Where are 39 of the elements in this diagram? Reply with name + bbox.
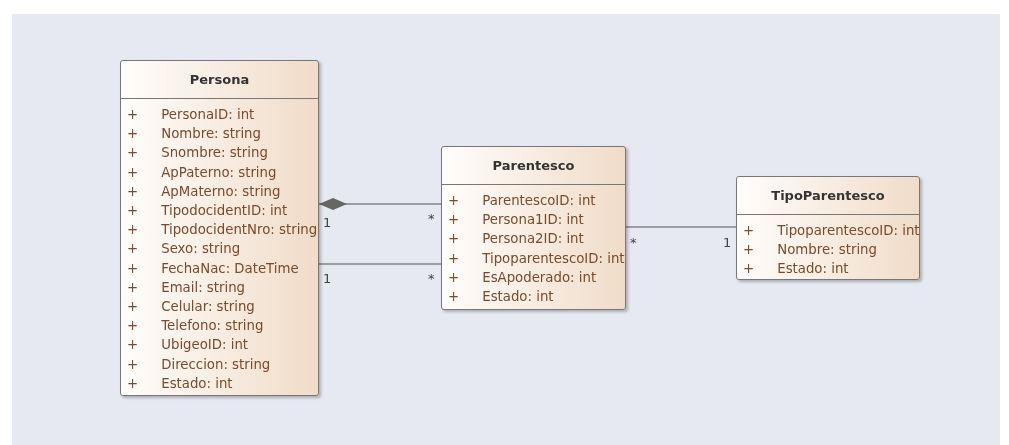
attribute: + TipodocidentNro: string	[127, 221, 318, 240]
attribute: + PersonaID: int	[127, 106, 255, 124]
composition-line	[318, 198, 442, 210]
class-box	[120, 60, 319, 396]
attribute: + Nombre: string	[127, 125, 261, 144]
class-name: Persona	[189, 72, 250, 87]
attribute: + Persona1ID: int	[448, 211, 584, 230]
attribute: + EsApoderado: int	[448, 268, 597, 287]
attribute: + ApPaterno: string	[127, 163, 277, 182]
attribute: + Persona2ID: int	[448, 230, 584, 249]
attribute: + Estado: int	[448, 288, 554, 306]
attribute: + Estado: int	[743, 260, 849, 279]
attribute: + ParentescoID: int	[448, 192, 596, 210]
class-name: Parentesco	[492, 158, 575, 173]
class-box	[441, 146, 626, 310]
attribute: + TipodocidentID: int	[127, 202, 288, 220]
attribute: + Estado: int	[127, 374, 233, 393]
multiplicity-label: *	[428, 211, 435, 226]
attribute: + TipoparentescoID: int	[448, 249, 625, 268]
multiplicity-label: *	[630, 235, 637, 250]
attribute: + FechaNac: DateTime	[127, 259, 299, 278]
attribute: + Sexo: string	[127, 240, 241, 259]
attribute: + ApMaterno: string	[127, 182, 281, 201]
attribute: + TipoparentescoID: int	[743, 222, 920, 240]
attribute: + Nombre: string	[743, 241, 877, 260]
class-box	[736, 176, 920, 280]
attribute: + UbigeoID: int	[127, 336, 249, 355]
association-line	[625, 226, 737, 228]
multiplicity-label: 1	[323, 271, 332, 286]
attribute: + Email: string	[127, 278, 245, 297]
association-line	[318, 263, 442, 265]
multiplicity-label: 1	[723, 235, 732, 250]
attribute: + Direccion: string	[127, 355, 271, 374]
attribute: + Snombre: string	[127, 144, 268, 163]
class-name: TipoParentesco	[771, 188, 885, 203]
multiplicity-label: *	[428, 271, 435, 286]
attribute: + Telefono: string	[127, 317, 264, 336]
attribute: + Celular: string	[127, 298, 255, 317]
multiplicity-label: 1	[323, 215, 332, 230]
